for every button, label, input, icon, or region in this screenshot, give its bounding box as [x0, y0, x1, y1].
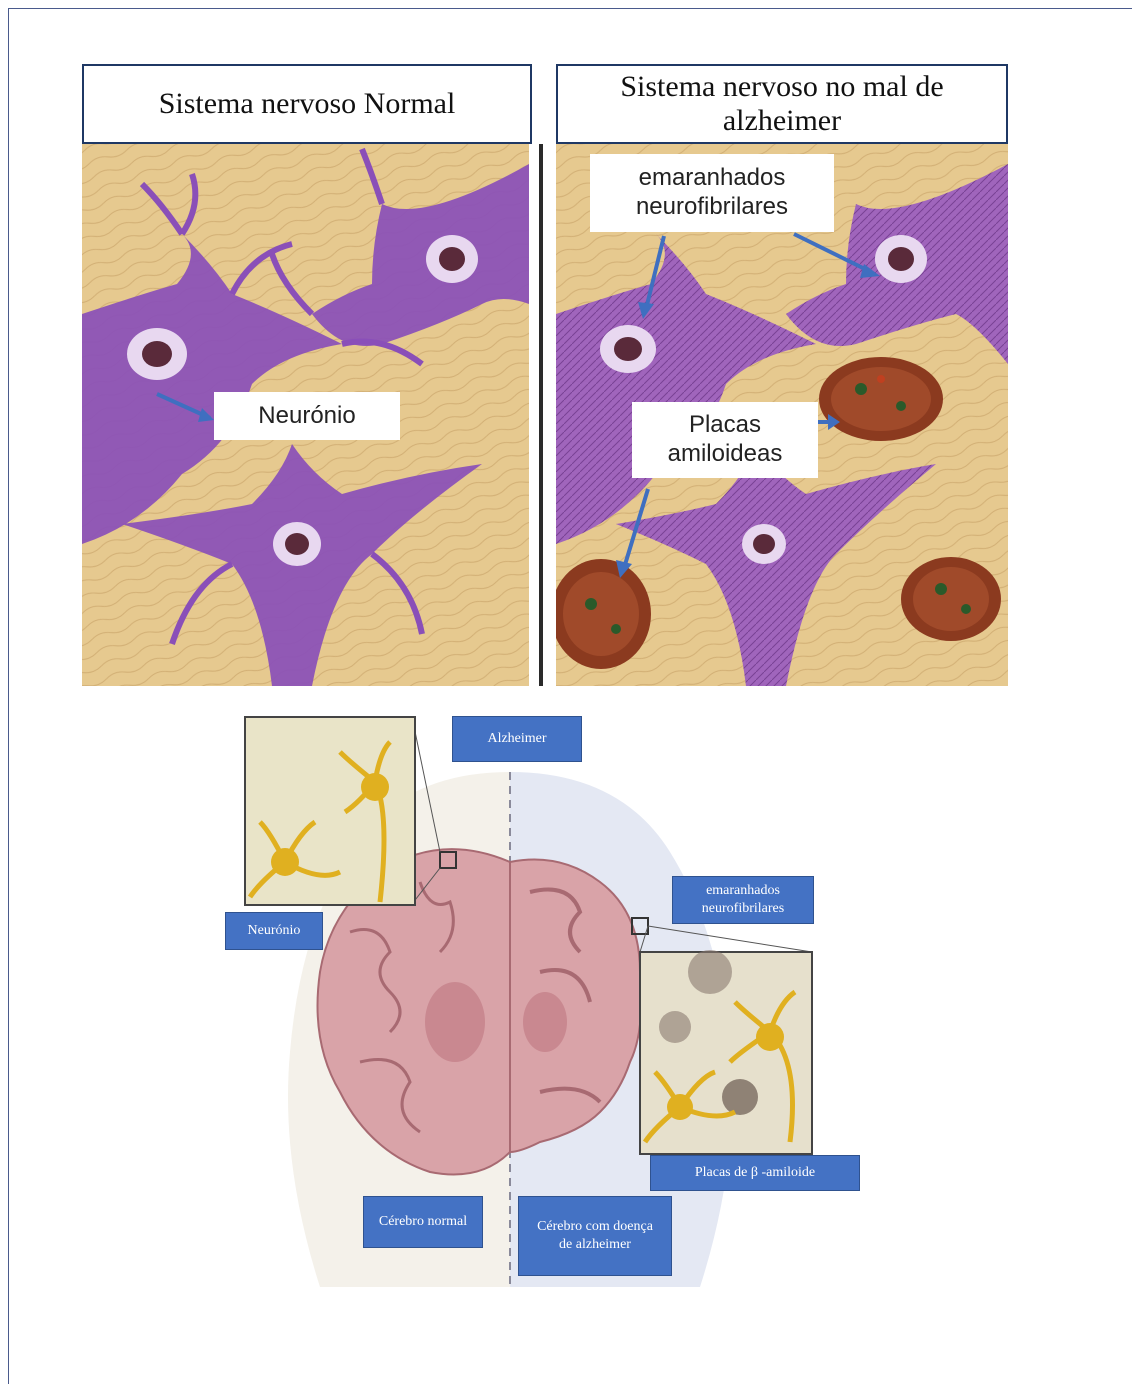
bottom-tangles-label: emaranhados neurofibrilares	[672, 876, 814, 924]
plaques-label: Placas amiloideas	[632, 402, 818, 478]
bottom-neuron-label-text: Neurónio	[248, 922, 301, 940]
alzheimer-title-line1: Sistema nervoso no mal de	[620, 70, 943, 105]
tangles-label-line2: neurofibrilares	[636, 193, 788, 222]
amyloid-plaque	[901, 557, 1001, 641]
alzheimer-neuron-inset	[640, 950, 812, 1154]
normal-brain-label: Cérebro normal	[363, 1196, 483, 1248]
tangles-label-line1: emaranhados	[639, 164, 786, 193]
plaques-label-line1: Placas	[689, 411, 761, 440]
tangles-label: emaranhados neurofibrilares	[590, 154, 834, 232]
alzheimer-label-text: Alzheimer	[487, 730, 546, 748]
bottom-plaques-label: Placas de β -amiloide	[650, 1155, 860, 1191]
bottom-neuron-label: Neurónio	[225, 912, 323, 950]
plaques-label-line2: amiloideas	[668, 440, 783, 469]
amyloid-plaque	[819, 357, 943, 441]
normal-system-title: Sistema nervoso Normal	[82, 64, 532, 144]
neuron-label: Neurónio	[214, 392, 400, 440]
alzheimer-label: Alzheimer	[452, 716, 582, 762]
neuron-label-text: Neurónio	[258, 402, 355, 431]
bottom-plaques-label-text: Placas de β -amiloide	[695, 1164, 815, 1182]
normal-neuron-inset	[245, 717, 415, 905]
normal-brain-label-text: Cérebro normal	[379, 1213, 467, 1231]
normal-system-title-text: Sistema nervoso Normal	[159, 87, 456, 122]
alzheimer-title-line2: alzheimer	[723, 104, 841, 139]
alzheimer-system-title: Sistema nervoso no mal de alzheimer	[556, 64, 1008, 144]
bottom-tangles-line1: emaranhados	[706, 882, 780, 900]
panel-divider	[539, 144, 543, 686]
alzheimer-brain-label: Cérebro com doença de alzheimer	[518, 1196, 672, 1276]
alzheimer-brain-line1: Cérebro com doença	[537, 1218, 653, 1236]
bottom-tangles-line2: neurofibrilares	[702, 900, 784, 918]
alzheimer-brain-line2: de alzheimer	[559, 1236, 631, 1254]
